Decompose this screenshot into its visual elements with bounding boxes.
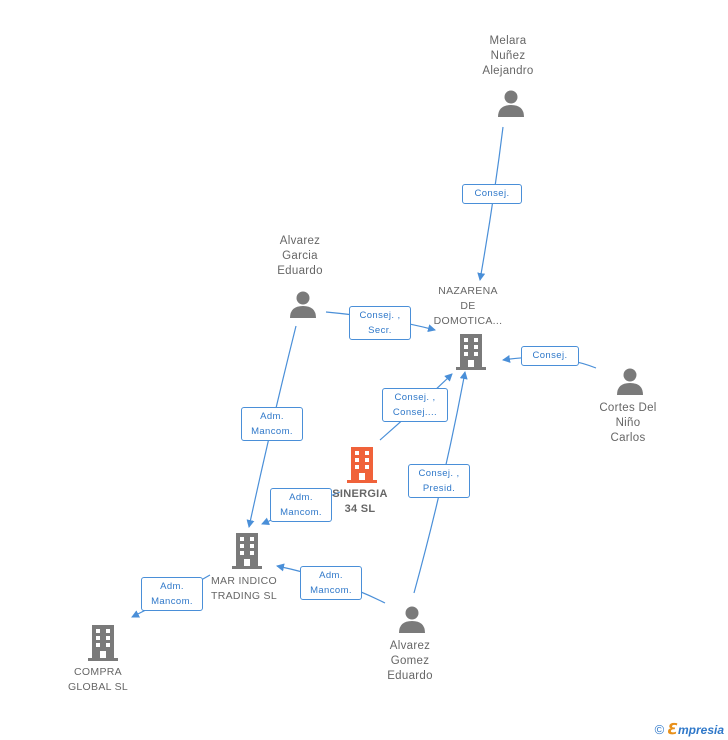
edge-label-melara-nazarena[interactable]: Consej. bbox=[462, 184, 522, 204]
brand-logo-letter: ℇ bbox=[667, 721, 678, 738]
edge-label-alvarezgomez-nazarena[interactable]: Consej. , Presid. bbox=[408, 464, 470, 498]
edge-label-cortes-nazarena[interactable]: Consej. bbox=[521, 346, 579, 366]
building-icon-mar-indico[interactable] bbox=[232, 533, 262, 569]
building-icon-compra-global[interactable] bbox=[88, 625, 118, 661]
edge-label-alvarezgarcia-nazarena[interactable]: Consej. , Secr. bbox=[349, 306, 411, 340]
node-label-nazarena[interactable]: NAZARENA DE DOMOTICA... bbox=[433, 285, 503, 327]
edge-label-sinergia-marindico[interactable]: Adm. Mancom. bbox=[270, 488, 332, 522]
edge-label-sinergia-nazarena[interactable]: Consej. , Consej.... bbox=[382, 388, 448, 422]
building-icon-sinergia[interactable] bbox=[347, 447, 377, 483]
edge-label-alvarezgarcia-marindico[interactable]: Adm. Mancom. bbox=[241, 407, 303, 441]
node-label-compra-global[interactable]: COMPRA GLOBAL SL bbox=[67, 666, 129, 693]
node-label-melara[interactable]: Melara Nuñez Alejandro bbox=[482, 35, 534, 77]
person-icon-melara[interactable] bbox=[497, 89, 525, 117]
person-icon-alvarez-garcia[interactable] bbox=[289, 290, 317, 318]
edge-label-marindico-compraglobal[interactable]: Adm. Mancom. bbox=[141, 577, 203, 611]
person-icon-alvarez-gomez[interactable] bbox=[398, 605, 426, 633]
node-label-alvarez-gomez[interactable]: Alvarez Gomez Eduardo bbox=[387, 640, 433, 682]
edge-label-alvarezgomez-marindico[interactable]: Adm. Mancom. bbox=[300, 566, 362, 600]
node-label-mar-indico[interactable]: MAR INDICO TRADING SL bbox=[210, 575, 277, 602]
brand-footer[interactable]: © ℇmpresia bbox=[655, 720, 724, 738]
brand-name: mpresia bbox=[677, 723, 724, 737]
person-icon-cortes[interactable] bbox=[616, 367, 644, 395]
node-label-cortes[interactable]: Cortes Del Niño Carlos bbox=[599, 402, 657, 444]
node-label-alvarez-garcia[interactable]: Alvarez Garcia Eduardo bbox=[277, 235, 323, 277]
copyright-icon: © bbox=[654, 722, 665, 737]
node-label-sinergia[interactable]: SINERGIA 34 SL bbox=[332, 488, 388, 515]
building-icon-nazarena[interactable] bbox=[456, 334, 486, 370]
